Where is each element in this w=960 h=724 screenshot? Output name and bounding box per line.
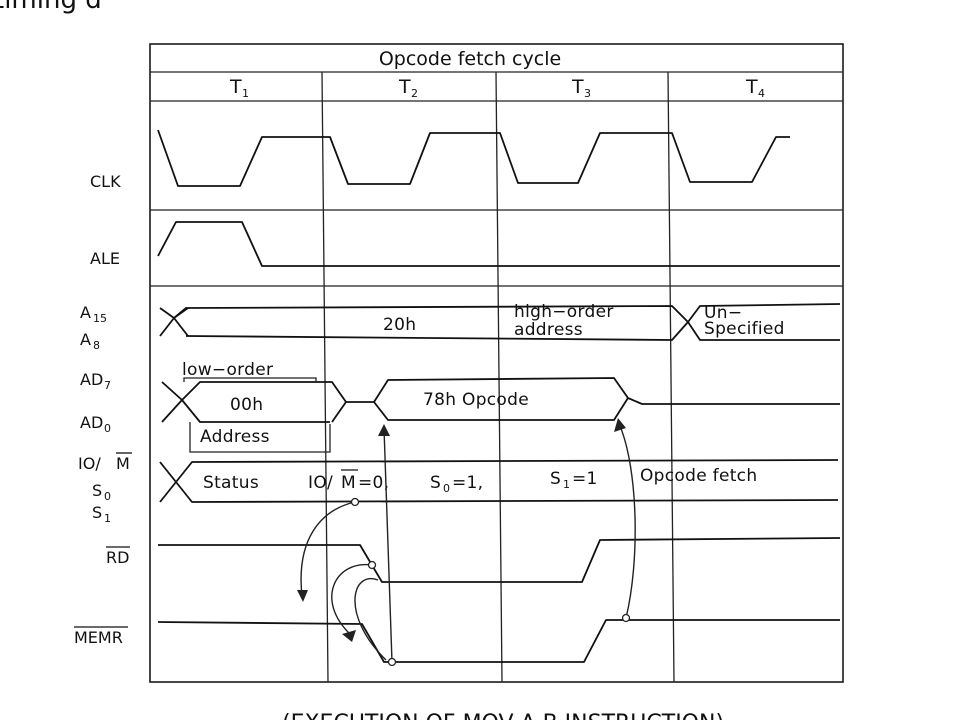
- a-bus-address: address: [514, 320, 583, 340]
- ad7-label: AD 7: [80, 370, 111, 392]
- a15-a8-bus: [159, 303, 841, 341]
- state-t2-label: T 2: [398, 76, 418, 100]
- svg-text:1: 1: [563, 478, 570, 491]
- svg-text:7: 7: [104, 379, 111, 392]
- ale-waveform: [157, 221, 840, 267]
- a-bus-20h: 20h: [383, 315, 416, 335]
- ad0-label: AD 0: [80, 413, 111, 435]
- arrow-rd-to-memr: [331, 563, 373, 635]
- svg-text:T: T: [398, 76, 411, 98]
- diagram-title: Opcode fetch cycle: [379, 48, 561, 70]
- state-t4-label: T 4: [745, 76, 765, 100]
- svg-text:M: M: [116, 454, 130, 473]
- a-bus-specified: Specified: [704, 319, 785, 339]
- clk-waveform: [157, 129, 790, 187]
- svg-text:T: T: [571, 76, 584, 98]
- svg-text:15: 15: [93, 312, 107, 325]
- svg-text:M: M: [341, 473, 356, 493]
- rd-waveform: [158, 537, 841, 583]
- memr-waveform: [157, 619, 840, 663]
- memr-label: MEMR: [74, 626, 128, 647]
- svg-text:0: 0: [104, 490, 111, 503]
- status-bus: [159, 459, 839, 503]
- svg-text:A: A: [80, 303, 91, 322]
- svg-text:2: 2: [411, 87, 418, 100]
- ad7-ad0-bus: [161, 377, 840, 423]
- page-heading-fragment: timing d: [0, 0, 102, 15]
- io-m-label: IO/ M: [78, 452, 132, 473]
- svg-text:AD: AD: [80, 370, 103, 389]
- arrow-status-to-rd: [300, 501, 356, 597]
- ad-address-label: Address: [200, 427, 270, 447]
- svg-text:=0,: =0,: [358, 473, 389, 493]
- timing-arrows: [297, 418, 636, 667]
- svg-text:S: S: [92, 481, 102, 500]
- ad-00h-label: 00h: [230, 395, 263, 415]
- ad-low-order-label: low−order: [182, 360, 273, 380]
- s0-label: S 0: [92, 481, 111, 503]
- diagram-frame: [149, 43, 844, 683]
- svg-text:Opcode fetch: Opcode fetch: [640, 466, 757, 486]
- a8-label: A 8: [80, 330, 100, 352]
- svg-text:0: 0: [104, 422, 111, 435]
- svg-text:S: S: [430, 473, 441, 493]
- svg-text:0: 0: [443, 482, 450, 495]
- ad-opcode-label: 78h Opcode: [423, 390, 529, 410]
- svg-text:IO/: IO/: [308, 473, 333, 493]
- a-bus-un: Un−: [704, 303, 742, 323]
- svg-text:8: 8: [93, 339, 100, 352]
- arrow-memr-to-opcode: [383, 427, 393, 663]
- svg-text:A: A: [80, 330, 91, 349]
- svg-text:=1,: =1,: [452, 473, 483, 493]
- svg-text:=1: =1: [572, 469, 598, 489]
- ale-label: ALE: [90, 249, 120, 268]
- t3-t4-boundary: [667, 71, 675, 683]
- svg-text:4: 4: [758, 87, 765, 100]
- status-text: Status IO/ M =0, S 0 =1, S 1 =1 Opcode f…: [203, 466, 757, 495]
- state-t1-label: T 1: [229, 76, 249, 100]
- svg-text:MEMR: MEMR: [74, 628, 123, 647]
- rd-label: RD: [106, 546, 130, 567]
- ad-bus-box: [183, 377, 331, 453]
- s1-label: S 1: [92, 503, 111, 525]
- arrow-memr-rise-to-opcode: [619, 425, 636, 619]
- svg-text:T: T: [229, 76, 242, 98]
- state-t3-label: T 3: [571, 76, 591, 100]
- a-bus-high-order: high−order: [514, 302, 614, 322]
- arrow-rd-to-memr-2: [354, 577, 387, 661]
- clk-label: CLK: [90, 172, 121, 191]
- svg-text:Status: Status: [203, 473, 259, 493]
- svg-text:1: 1: [104, 512, 111, 525]
- svg-text:AD: AD: [80, 413, 103, 432]
- svg-text:S: S: [92, 503, 102, 522]
- svg-text:1: 1: [242, 87, 249, 100]
- t1-t2-boundary: [321, 71, 329, 683]
- svg-text:T: T: [745, 76, 758, 98]
- svg-text:3: 3: [584, 87, 591, 100]
- svg-text:IO/: IO/: [78, 454, 101, 473]
- caption-fragment: (EXECUTION OF MOV A,B INSTRUCTION): [282, 711, 724, 720]
- svg-text:RD: RD: [106, 548, 129, 567]
- a15-label: A 15: [80, 303, 107, 325]
- svg-text:S: S: [550, 469, 561, 489]
- t2-t3-boundary: [495, 71, 503, 683]
